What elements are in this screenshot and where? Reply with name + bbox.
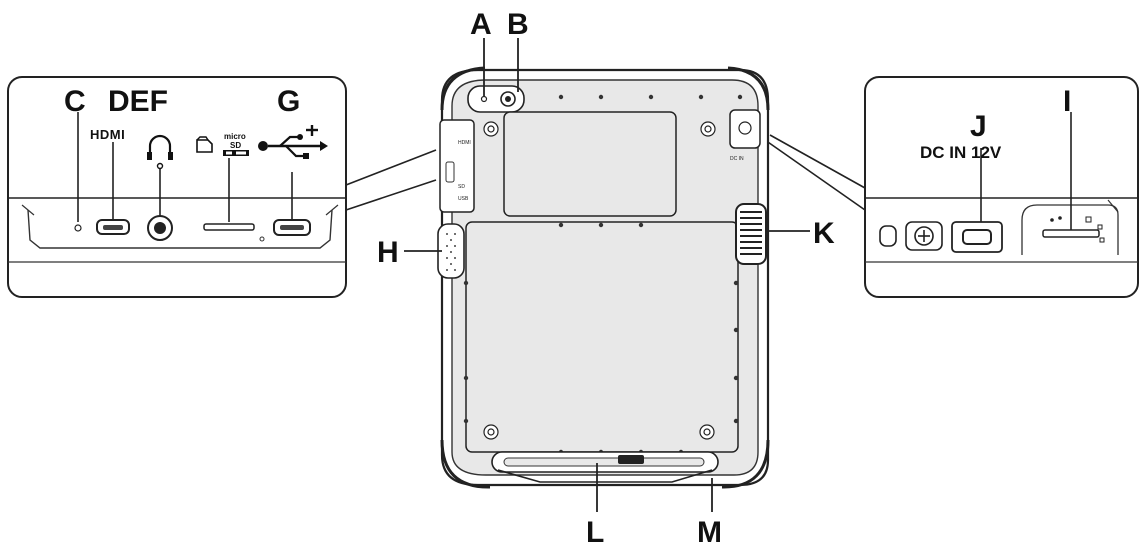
callout-a: A: [470, 8, 492, 41]
callout-j: J: [970, 110, 987, 143]
camera-light-a: [480, 95, 488, 103]
svg-text:SD: SD: [458, 184, 465, 190]
usb-icon: [258, 125, 328, 159]
callout-b: B: [507, 8, 529, 41]
left-port-cover: HDMI SD USB: [439, 119, 475, 213]
callout-m: M: [697, 516, 722, 546]
dc-in-label: DC IN 12V: [920, 143, 1002, 162]
right-port-zoom-panel: J DC IN 12V I: [764, 76, 1139, 298]
battery-pack: [465, 221, 739, 453]
speaker-k: [735, 203, 767, 265]
callout-k: K: [813, 217, 835, 250]
callout-h: H: [377, 236, 399, 269]
sd-card-icon: [196, 136, 213, 153]
usb-port: [273, 219, 311, 236]
callout-i: I: [1063, 85, 1071, 118]
indicator-led-c: [74, 224, 82, 232]
microsd-slot: [203, 223, 265, 242]
svg-text:USB: USB: [458, 196, 469, 202]
callout-def: DEF: [108, 85, 168, 118]
headphone-jack: [147, 215, 173, 241]
callout-l: L: [586, 516, 604, 546]
dc-in-jack: [951, 221, 1003, 253]
left-port-zoom-panel: HDMI micro SD: [7, 76, 437, 298]
tablet-body: HDMI SD USB DC IN: [437, 66, 770, 489]
dc-cover-hinge: [879, 221, 943, 251]
label-plate: [503, 111, 677, 217]
svg-text:DC IN: DC IN: [730, 156, 744, 162]
hdmi-port: [96, 219, 130, 235]
tablet-callouts: A B H K L M: [377, 8, 835, 546]
svg-text:micro: micro: [224, 132, 246, 141]
microsd-logo: micro SD: [223, 132, 249, 156]
callout-c: C: [64, 85, 86, 118]
svg-text:HDMI: HDMI: [458, 140, 471, 146]
headphone-icon: [147, 134, 173, 170]
right-port-cover: DC IN: [729, 109, 761, 162]
camera-area: [467, 85, 525, 113]
callout-g: G: [277, 85, 300, 118]
svg-text:SD: SD: [230, 141, 241, 150]
pen-holder-l: [491, 451, 719, 483]
hdmi-logo: HDMI: [90, 127, 125, 142]
screws: [483, 121, 716, 440]
